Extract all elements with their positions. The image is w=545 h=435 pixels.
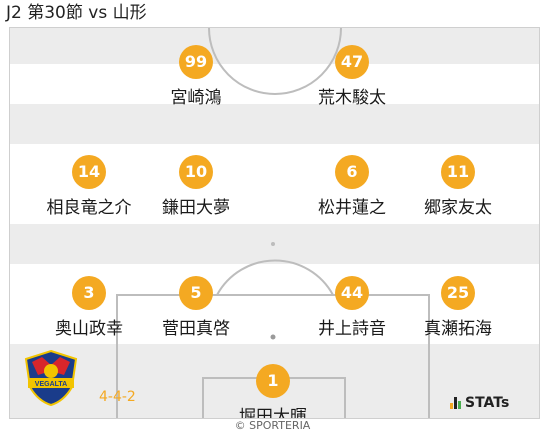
- player-fw2[interactable]: 47 荒木駿太: [292, 45, 412, 108]
- player-mf2[interactable]: 10 鎌田大夢: [136, 155, 256, 218]
- number-badge: 14: [72, 155, 106, 189]
- player-mf4[interactable]: 11 郷家友太: [398, 155, 518, 218]
- player-name: 堀田大暉: [239, 407, 307, 419]
- player-mf3[interactable]: 6 松井蓮之: [292, 155, 412, 218]
- page-title: J2 第30節 vs 山形: [6, 3, 147, 23]
- player-fw1[interactable]: 99 宮崎鴻: [136, 45, 256, 108]
- team-crest-icon: VEGALTA: [24, 349, 78, 407]
- player-mf1[interactable]: 14 相良竜之介: [29, 155, 149, 218]
- player-gk[interactable]: 1 堀田大暉: [213, 364, 333, 419]
- number-badge: 6: [335, 155, 369, 189]
- player-name: 荒木駿太: [318, 88, 386, 108]
- bar-chart-icon: [450, 397, 461, 409]
- pitch-markings: [116, 28, 430, 418]
- player-name: 松井蓮之: [318, 198, 386, 218]
- player-df4[interactable]: 25 真瀬拓海: [398, 276, 518, 339]
- number-badge: 44: [335, 276, 369, 310]
- player-name: 郷家友太: [424, 198, 492, 218]
- player-df1[interactable]: 3 奥山政幸: [29, 276, 149, 339]
- pitch: 99 宮崎鴻 47 荒木駿太 14 相良竜之介 10 鎌田大夢 6 松井蓮之 1…: [9, 27, 540, 419]
- player-name: 菅田真啓: [162, 319, 230, 339]
- number-badge: 3: [72, 276, 106, 310]
- player-df2[interactable]: 5 菅田真啓: [136, 276, 256, 339]
- copyright-footer: © SPORTERIA: [234, 419, 311, 432]
- crest-text: VEGALTA: [35, 381, 67, 388]
- player-df3[interactable]: 44 井上詩音: [292, 276, 412, 339]
- number-badge: 5: [179, 276, 213, 310]
- player-name: 宮崎鴻: [170, 88, 222, 108]
- stats-label: STATs: [465, 395, 510, 411]
- number-badge: 10: [179, 155, 213, 189]
- number-badge: 47: [335, 45, 369, 79]
- number-badge: 11: [441, 155, 475, 189]
- player-name: 真瀬拓海: [424, 319, 492, 339]
- number-badge: 25: [441, 276, 475, 310]
- stats-logo: STATs: [450, 395, 509, 411]
- number-badge: 1: [256, 364, 290, 398]
- number-badge: 99: [179, 45, 213, 79]
- player-name: 鎌田大夢: [162, 198, 230, 218]
- player-name: 相良竜之介: [46, 198, 132, 218]
- player-name: 奥山政幸: [55, 319, 123, 339]
- player-name: 井上詩音: [318, 319, 386, 339]
- formation-label: 4-4-2: [99, 389, 136, 405]
